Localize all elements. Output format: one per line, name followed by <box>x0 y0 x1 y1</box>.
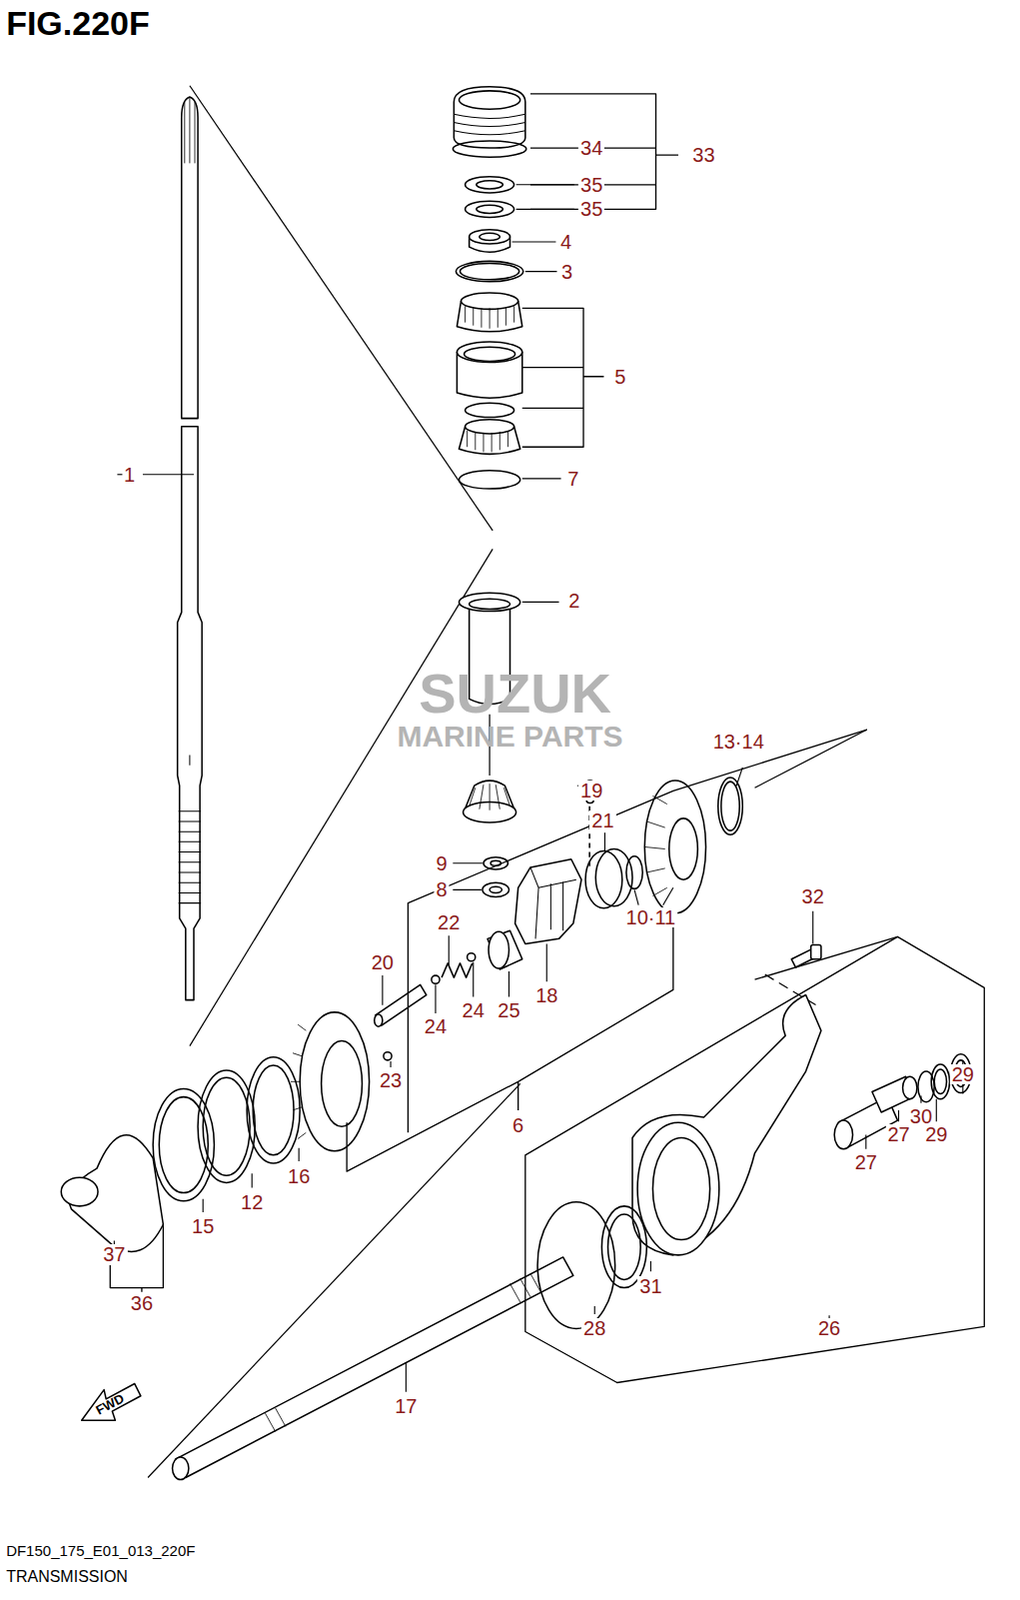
callout-number: 35 <box>578 174 605 195</box>
callout-number: 27 <box>853 1151 880 1172</box>
callout-number: 24 <box>422 1016 449 1036</box>
figure-caption: TRANSMISSION <box>5 1568 128 1585</box>
callout-number: 12 <box>238 1191 265 1212</box>
callout-number: 22 <box>435 912 462 933</box>
callout-number: 25 <box>495 1000 522 1020</box>
callout-number: 31 <box>637 1275 664 1296</box>
callout-number: 1 <box>121 464 137 485</box>
callout-number: 29 <box>923 1123 950 1144</box>
callout-number: 18 <box>533 985 560 1006</box>
callout-number: 4 <box>558 231 574 252</box>
callout-number: 34 <box>578 137 605 158</box>
callout-number: 5 <box>612 366 628 387</box>
callout-number: 37 <box>100 1243 127 1264</box>
callout-number: 26 <box>816 1317 843 1338</box>
callout-number: 29 <box>950 1063 977 1084</box>
callout-number: 2 <box>566 590 582 611</box>
callout-number: 10·11 <box>624 907 679 928</box>
callout-number: 36 <box>128 1292 155 1313</box>
callout-number: 6 <box>510 1114 526 1135</box>
callout-number: 17 <box>392 1395 419 1416</box>
watermark: SUZUK <box>418 665 612 722</box>
callout-number: 30 <box>908 1105 935 1126</box>
figure-title: FIG.220F <box>5 5 150 40</box>
callout-number: 19 <box>578 780 605 801</box>
callout-number: 3 <box>559 261 575 282</box>
callout-number: 7 <box>565 468 581 489</box>
callout-number: 21 <box>589 810 616 831</box>
callout-number: 15 <box>189 1215 216 1236</box>
callout-number: 8 <box>434 879 450 900</box>
callout-number: 23 <box>377 1069 404 1090</box>
callout-number: 33 <box>690 144 717 165</box>
drawing-code: DF150_175_E01_013_220F <box>5 1542 195 1558</box>
callout-number: 28 <box>581 1317 608 1338</box>
callout-number: 16 <box>285 1165 312 1186</box>
callout-number: 9 <box>434 853 450 874</box>
callout-number: 27 <box>885 1123 912 1144</box>
callout-number: 13·14 <box>711 731 767 752</box>
callout-number: 35 <box>578 198 605 219</box>
callout-number: 20 <box>369 952 396 973</box>
callout-number: 24 <box>460 1000 487 1020</box>
callout-number: 32 <box>800 886 827 907</box>
watermark: MARINE PARTS <box>396 721 623 752</box>
